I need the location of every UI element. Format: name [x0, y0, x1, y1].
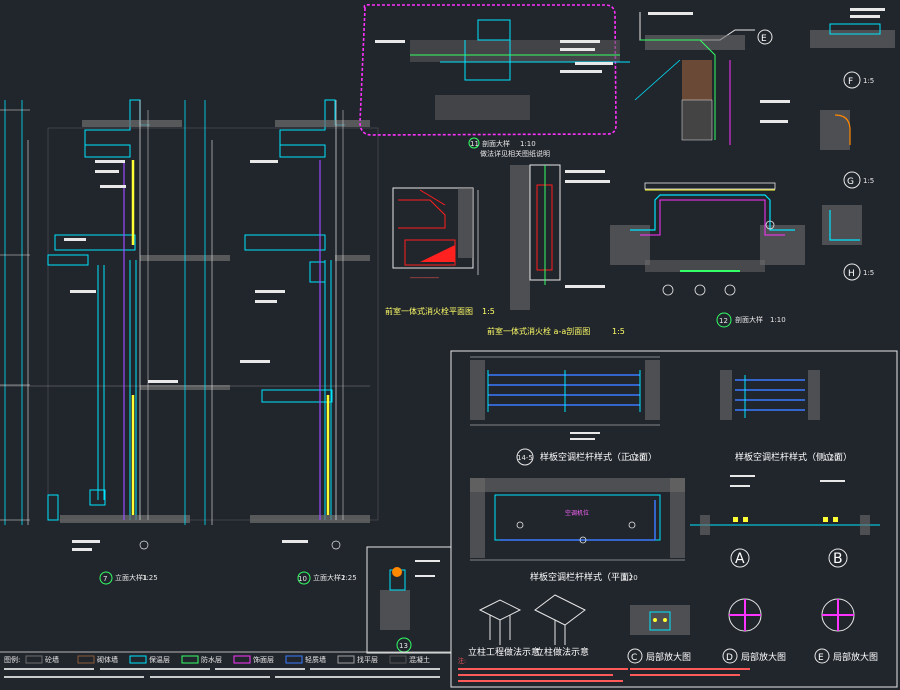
hydrant-section-scale: 1:5 — [612, 327, 625, 336]
detail-12-scale: 1:10 — [770, 316, 786, 324]
joint-1-title: 立柱工程做法示意 — [468, 646, 540, 658]
railing-side-scale: 1:20 — [823, 454, 839, 462]
detail-e-section: E — [634, 12, 790, 145]
detail-12-callout: 12 — [719, 317, 728, 325]
railing-plan-title: 样板空调栏杆样式（平面） — [530, 571, 638, 583]
legend-label: 保温层 — [149, 655, 170, 664]
legend-label: 砌体墙 — [97, 655, 118, 664]
detail-e2-title: 局部放大图 — [833, 651, 878, 663]
detail-f: F 1:5 — [810, 8, 895, 89]
railing-side: 样板空调栏杆样式（侧立面） 1:20 — [720, 370, 852, 463]
detail-c-title: 局部放大图 — [646, 651, 691, 663]
detail-g-callout: G — [847, 177, 854, 187]
view-10-callout: 10 — [298, 575, 307, 583]
legend-swatch — [77, 655, 95, 664]
view-10-scale: 1:25 — [341, 574, 357, 582]
legend-strip: 图例: 砼墙 砌体墙 保温层 防水层 饰面层 轻质墙 找平层 混凝土 — [0, 651, 451, 678]
detail-13-callout: 13 — [399, 642, 408, 650]
detail-11-callout: 11 — [470, 140, 479, 148]
detail-e-callout: E — [761, 34, 767, 44]
hydrant-section: 前室一体式消火栓 a-a剖面图 1:5 — [487, 164, 625, 336]
detail-d: D 局部放大图 — [722, 598, 786, 664]
view-7-callout: 7 — [103, 575, 107, 583]
detail-ab: A B — [690, 475, 880, 568]
detail-11-title: 剖面大样 — [482, 139, 510, 148]
detail-13: 13 — [366, 546, 452, 654]
detail-d-callout: D — [726, 653, 733, 663]
hydrant-plan-title: 前室一体式消火栓平面图 — [385, 306, 473, 316]
detail-11-note: 做法详见相关图纸说明 — [480, 149, 550, 158]
joint-2-title: 立柱做法示意 — [535, 646, 589, 658]
detail-g-scale: 1:5 — [863, 177, 874, 185]
detail-f-callout: F — [848, 77, 853, 87]
legend-swatch — [389, 655, 407, 664]
railing-plan: 空调机位 样板空调栏杆样式（平面） 1:20 — [470, 478, 685, 583]
detail-c-callout: C — [631, 653, 637, 663]
railing-sheet-frame — [450, 350, 898, 688]
legend-label: 防水层 — [201, 655, 222, 664]
legend-label: 砼墙 — [45, 655, 59, 664]
legend-swatch — [233, 655, 251, 664]
detail-h-scale: 1:5 — [863, 269, 874, 277]
legend-swatch — [337, 655, 355, 664]
marker-a-callout: A — [735, 551, 745, 567]
detail-h-callout: H — [848, 269, 855, 279]
detail-12: 12 剖面大样 1:10 — [610, 182, 805, 328]
detail-c: C 局部放大图 — [627, 605, 691, 664]
detail-e-enlarged: E 局部放大图 — [814, 598, 878, 664]
railing-front-scale: 1:20 — [628, 454, 644, 462]
detail-d-title: 局部放大图 — [741, 651, 786, 663]
hydrant-plan: ──────── 前室一体式消火栓平面图 1:5 — [385, 187, 495, 316]
detail-f-scale: 1:5 — [863, 77, 874, 85]
legend-swatch — [25, 655, 43, 664]
railing-front-callout: 14-5 — [517, 454, 533, 462]
legend-swatch — [285, 655, 303, 664]
hydrant-plan-scale: 1:5 — [482, 307, 495, 316]
hydrant-plan-tag: ──────── — [409, 275, 439, 282]
legend-swatch — [129, 655, 147, 664]
detail-11: 11 剖面大样 1:10 做法详见相关图纸说明 — [359, 4, 630, 158]
railing-front-title: 样板空调栏杆样式（正立面） — [540, 451, 657, 463]
elevation-left: 7 立面大样1 1:25 — [0, 99, 379, 585]
detail-12-title: 剖面大样 — [735, 315, 763, 324]
legend-label: 轻质墙 — [305, 655, 326, 664]
railing-side-title: 样板空调栏杆样式（侧立面） — [735, 451, 852, 463]
railing-front: 14-5 样板空调栏杆样式（正立面） 1:20 — [470, 356, 660, 466]
legend-label: 混凝土 — [409, 655, 430, 664]
view-10-title: 立面大样2 — [313, 573, 345, 582]
view-7-title: 立面大样1 — [115, 573, 147, 582]
detail-h: H 1:5 — [822, 205, 874, 281]
detail-e2-callout: E — [818, 653, 824, 663]
legend-swatch — [181, 655, 199, 664]
detail-g: G 1:5 — [820, 110, 874, 189]
railing-plan-scale: 1:20 — [622, 574, 638, 582]
railing-notes: 注: — [458, 657, 750, 682]
hydrant-section-title: 前室一体式消火栓 a-a剖面图 — [487, 326, 590, 336]
legend-label: 找平层 — [357, 655, 378, 664]
joint-details — [478, 594, 586, 645]
railing-plan-note: 空调机位 — [565, 509, 589, 517]
legend-label: 饰面层 — [253, 655, 274, 664]
view-7-scale: 1:25 — [142, 574, 158, 582]
elevation-mid: 10 立面大样2 1:25 — [184, 99, 370, 585]
marker-b-callout: B — [833, 551, 843, 567]
legend-heading: 图例: — [4, 655, 20, 664]
railing-notes-label: 注: — [458, 657, 466, 665]
detail-11-scale: 1:10 — [520, 140, 536, 148]
